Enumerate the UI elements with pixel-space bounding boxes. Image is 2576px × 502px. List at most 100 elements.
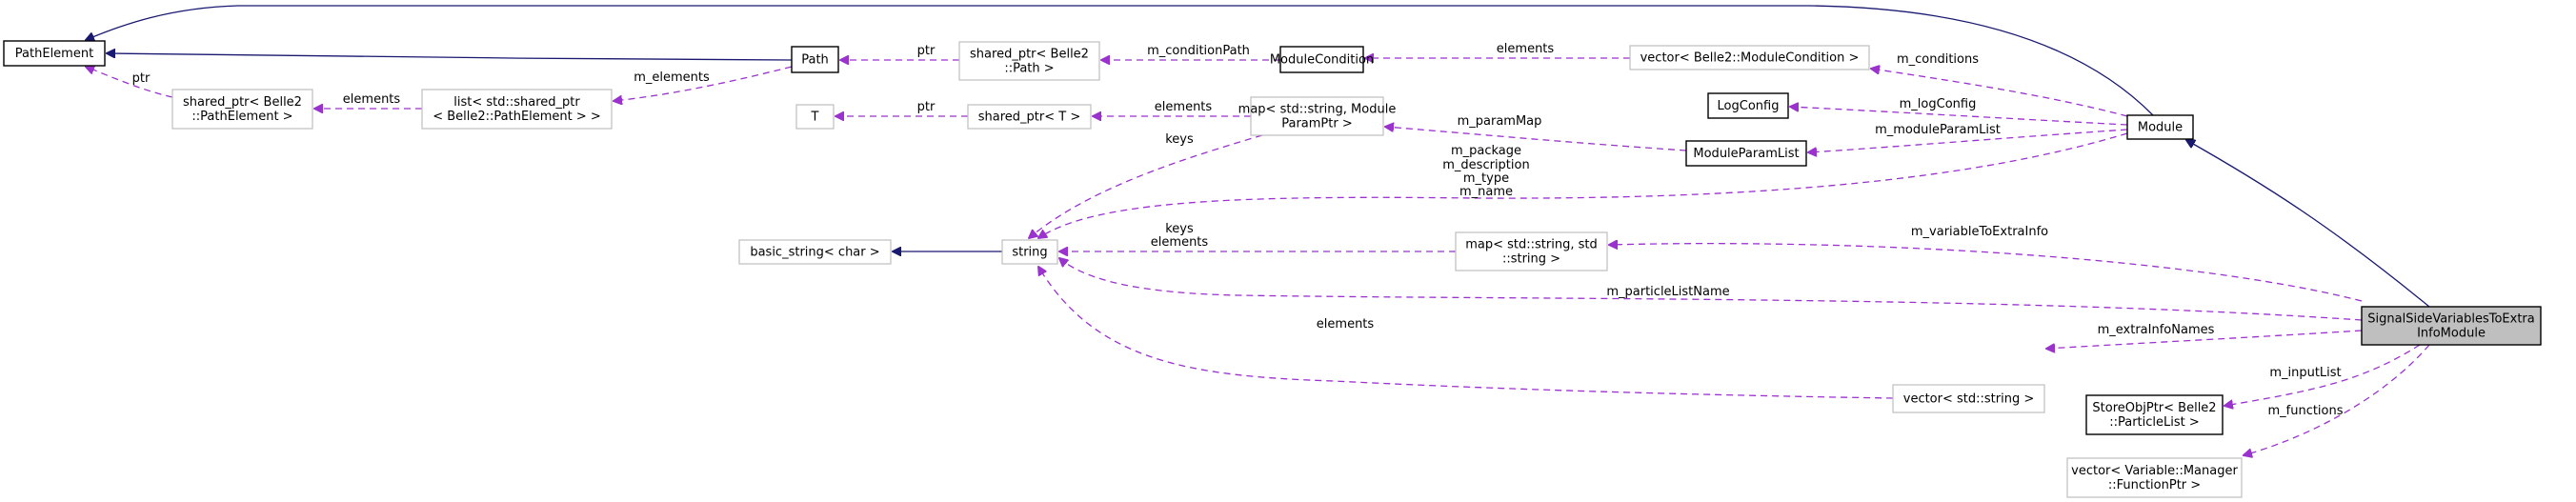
usage-edge-signal-side-to-vec-func bbox=[2244, 344, 2430, 455]
node-box bbox=[958, 41, 1100, 81]
node-label: vector< Variable::Manager bbox=[2071, 464, 2238, 478]
edge-label: m_conditionPath bbox=[1147, 44, 1250, 58]
node-box bbox=[1892, 384, 2045, 413]
node-label: ::ParticleList > bbox=[2109, 415, 2200, 430]
class-node-vec-module-condition[interactable]: vector< Belle2::ModuleCondition > bbox=[1629, 45, 1870, 70]
node-box bbox=[2361, 306, 2542, 346]
edge-label: keys bbox=[1165, 222, 1194, 236]
class-node-vec-func[interactable]: vector< Variable::Manager::FunctionPtr > bbox=[2066, 457, 2243, 498]
node-box bbox=[791, 46, 839, 73]
node-box bbox=[1279, 46, 1364, 73]
edge-label: elements bbox=[1497, 42, 1555, 56]
edge-label: m_extraInfoNames bbox=[2098, 323, 2215, 337]
usage-edge-vec-string-to-string bbox=[1038, 267, 1894, 399]
class-node-path-element[interactable]: PathElement bbox=[3, 40, 106, 67]
node-box bbox=[738, 239, 892, 265]
class-node-map-string[interactable]: map< std::string, std::string > bbox=[1455, 231, 1608, 271]
usage-edge-signal-side-to-map-string bbox=[1609, 244, 2363, 302]
node-label: Module bbox=[2138, 121, 2183, 135]
node-label: shared_ptr< T > bbox=[978, 110, 1080, 125]
class-node-sp-path-element[interactable]: shared_ptr< Belle2::PathElement > bbox=[171, 89, 313, 130]
node-label: vector< Belle2::ModuleCondition > bbox=[1640, 51, 1860, 66]
usage-edge-signal-side-to-string bbox=[1059, 258, 2363, 321]
class-node-list-sp[interactable]: list< std::shared_ptr< Belle2::PathEleme… bbox=[421, 89, 613, 130]
edge-label: elements bbox=[1151, 235, 1209, 250]
node-label: vector< std::string > bbox=[1903, 392, 2034, 407]
edge-label: m_logConfig bbox=[1900, 97, 1977, 111]
class-node-t[interactable]: T bbox=[795, 104, 835, 130]
node-label: T bbox=[811, 110, 819, 125]
class-node-store-obj-ptr[interactable]: StoreObjPtr< Belle2::ParticleList > bbox=[2085, 394, 2224, 435]
node-label: map< std::string, std bbox=[1465, 238, 1598, 252]
class-node-log-config[interactable]: LogConfig bbox=[1707, 92, 1789, 119]
node-label: ::FunctionPtr > bbox=[2108, 478, 2201, 492]
node-box bbox=[2066, 457, 2243, 498]
edge-label: ptr bbox=[132, 71, 151, 86]
edge-label: elements bbox=[1155, 100, 1213, 114]
node-label: map< std::string, Module bbox=[1238, 103, 1397, 117]
class-node-sp-path[interactable]: shared_ptr< Belle2::Path > bbox=[958, 41, 1100, 81]
class-node-module-param-list[interactable]: ModuleParamList bbox=[1685, 140, 1807, 167]
node-box bbox=[1250, 96, 1384, 136]
node-box bbox=[967, 104, 1092, 130]
edge-label: m_functions bbox=[2267, 404, 2343, 418]
edge-label: ptr bbox=[917, 100, 936, 114]
node-label: Path bbox=[801, 53, 829, 68]
node-label: ParamPtr > bbox=[1281, 117, 1353, 131]
class-node-vec-string[interactable]: vector< std::string > bbox=[1892, 384, 2045, 413]
class-node-path[interactable]: Path bbox=[791, 46, 839, 73]
node-box bbox=[2126, 114, 2194, 140]
node-label: ::string > bbox=[1502, 252, 1560, 267]
node-label: ::Path > bbox=[1004, 62, 1054, 76]
node-box bbox=[2085, 394, 2224, 435]
node-label: string bbox=[1012, 246, 1047, 260]
node-box bbox=[1629, 45, 1870, 70]
node-label: list< std::shared_ptr bbox=[453, 95, 580, 110]
class-node-string[interactable]: string bbox=[1001, 239, 1058, 265]
node-box bbox=[1455, 231, 1608, 271]
class-node-module[interactable]: Module bbox=[2126, 114, 2194, 140]
node-label: shared_ptr< Belle2 bbox=[970, 48, 1089, 62]
usage-edge-module-to-log-config bbox=[1790, 107, 2128, 126]
usage-edge-map-param-to-string bbox=[1029, 134, 1263, 238]
node-box bbox=[795, 104, 835, 130]
usage-edge-module-to-string bbox=[1038, 132, 2128, 238]
edge-label: keys bbox=[1165, 132, 1194, 147]
edge-label: elements bbox=[1317, 317, 1375, 331]
usage-edge-module-param-list-to-map-param bbox=[1385, 127, 1687, 151]
inheritance-edge-module-to-path-element bbox=[86, 5, 2154, 116]
node-box bbox=[171, 89, 313, 130]
class-node-basic-string[interactable]: basic_string< char > bbox=[738, 239, 892, 265]
usage-edge-module-to-vec-module-condition bbox=[1871, 69, 2128, 117]
edge-label: m_variableToExtraInfo bbox=[1911, 225, 2048, 239]
node-label: LogConfig bbox=[1718, 99, 1780, 113]
edge-label: m_name bbox=[1459, 185, 1513, 199]
edge-label: m_elements bbox=[634, 70, 710, 85]
node-label: SignalSideVariablesToExtra bbox=[2367, 312, 2534, 327]
edge-label: elements bbox=[343, 92, 401, 107]
edge-label: m_conditions bbox=[1897, 52, 1979, 67]
edge-label: m_type bbox=[1463, 171, 1509, 186]
usage-edge-module-to-module-param-list bbox=[1808, 129, 2128, 152]
node-label: < Belle2::PathElement > > bbox=[433, 110, 601, 124]
node-label: PathElement bbox=[15, 47, 93, 61]
node-label: StoreObjPtr< Belle2 bbox=[2092, 401, 2216, 415]
node-box bbox=[1001, 239, 1058, 265]
node-label: ::PathElement > bbox=[191, 110, 292, 124]
usage-edge-signal-side-to-store-obj-ptr bbox=[2224, 344, 2421, 406]
node-box bbox=[1685, 140, 1807, 167]
edge-label: m_moduleParamList bbox=[1875, 123, 2001, 137]
edge-label: m_description bbox=[1442, 158, 1529, 172]
node-label: ModuleCondition bbox=[1270, 53, 1374, 68]
class-node-module-condition[interactable]: ModuleCondition bbox=[1270, 46, 1374, 73]
usage-edge-signal-side-to-vec-string bbox=[2046, 330, 2363, 349]
edge-label: m_inputList bbox=[2269, 366, 2341, 380]
edge-label: ptr bbox=[917, 44, 936, 58]
class-node-sp-t[interactable]: shared_ptr< T > bbox=[967, 104, 1092, 130]
edge-label: m_paramMap bbox=[1458, 114, 1542, 129]
node-label: shared_ptr< Belle2 bbox=[183, 95, 302, 110]
